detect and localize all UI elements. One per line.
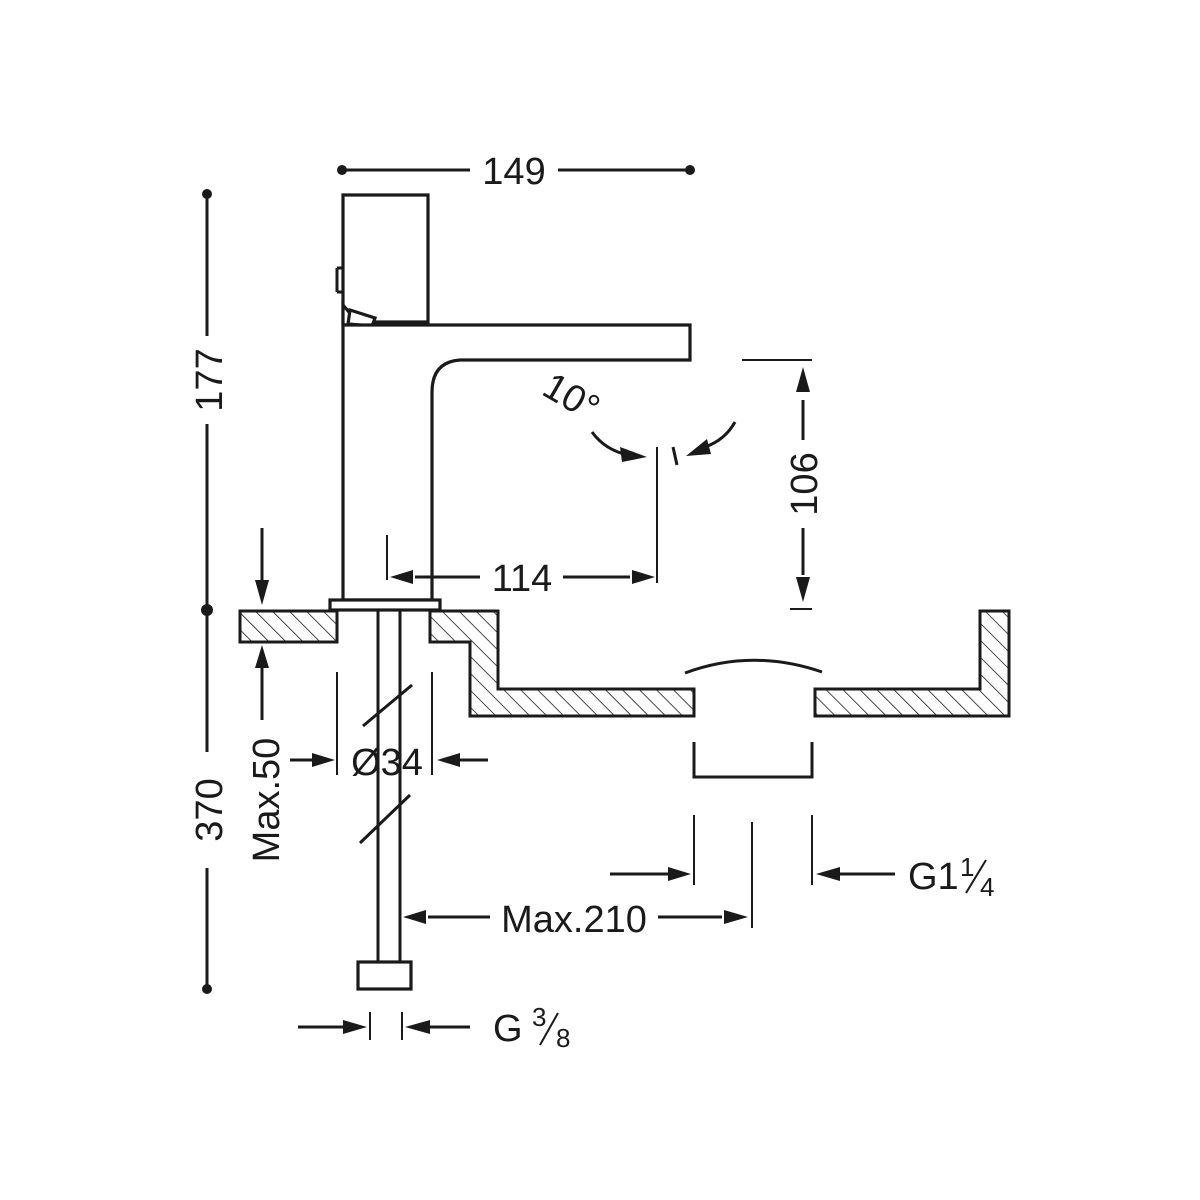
deck-thickness-label: Max.50: [246, 738, 288, 863]
drain-arc: [684, 658, 823, 675]
spout-height-dimension: 106: [742, 359, 826, 610]
supply-fraction-denominator: 8: [556, 1023, 570, 1053]
deck-left: [238, 609, 339, 644]
supply-thread-label: G: [493, 1008, 523, 1050]
supply-fraction-numerator: 3: [532, 1002, 546, 1032]
waste-fraction-denominator: 4: [980, 872, 994, 902]
hose-length-dimension: Max.210: [403, 822, 753, 941]
hole-diameter-dimension: Ø34: [290, 672, 488, 784]
faucet-body: [328, 193, 692, 612]
spout: [341, 323, 692, 602]
angle-dimension: 10°: [536, 365, 737, 466]
hose-length-label: Max.210: [501, 899, 647, 941]
waste-thread-dimension: G1 1 4: [610, 815, 994, 902]
hole-diameter-label: Ø34: [351, 742, 423, 784]
deck-section: [238, 609, 1011, 779]
spout-reach-label: 114: [492, 558, 553, 600]
body-height-label: 177: [189, 348, 231, 411]
supply-thread-dimension: G 3 8: [298, 1002, 570, 1053]
width-label: 149: [482, 151, 545, 193]
angle-label: 10°: [536, 365, 607, 430]
waste-thread-label: G1: [908, 856, 959, 898]
spout-height-label: 106: [784, 452, 826, 515]
drain-body: [692, 742, 814, 779]
base-plate: [328, 598, 442, 612]
basin-wall: [428, 609, 696, 718]
supply-hose: [356, 611, 413, 991]
hose-connector: [356, 960, 413, 991]
deck-thickness-dimension: Max.50: [246, 528, 288, 862]
lever-handle: [341, 193, 430, 324]
height-dimensions: 177 370: [189, 189, 231, 994]
total-height-label: 370: [189, 778, 231, 841]
spout-reach-dimension: 114: [386, 447, 658, 600]
basin-right: [813, 609, 1011, 718]
width-dimension: 149: [337, 151, 695, 193]
waste-fraction-numerator: 1: [960, 852, 974, 882]
